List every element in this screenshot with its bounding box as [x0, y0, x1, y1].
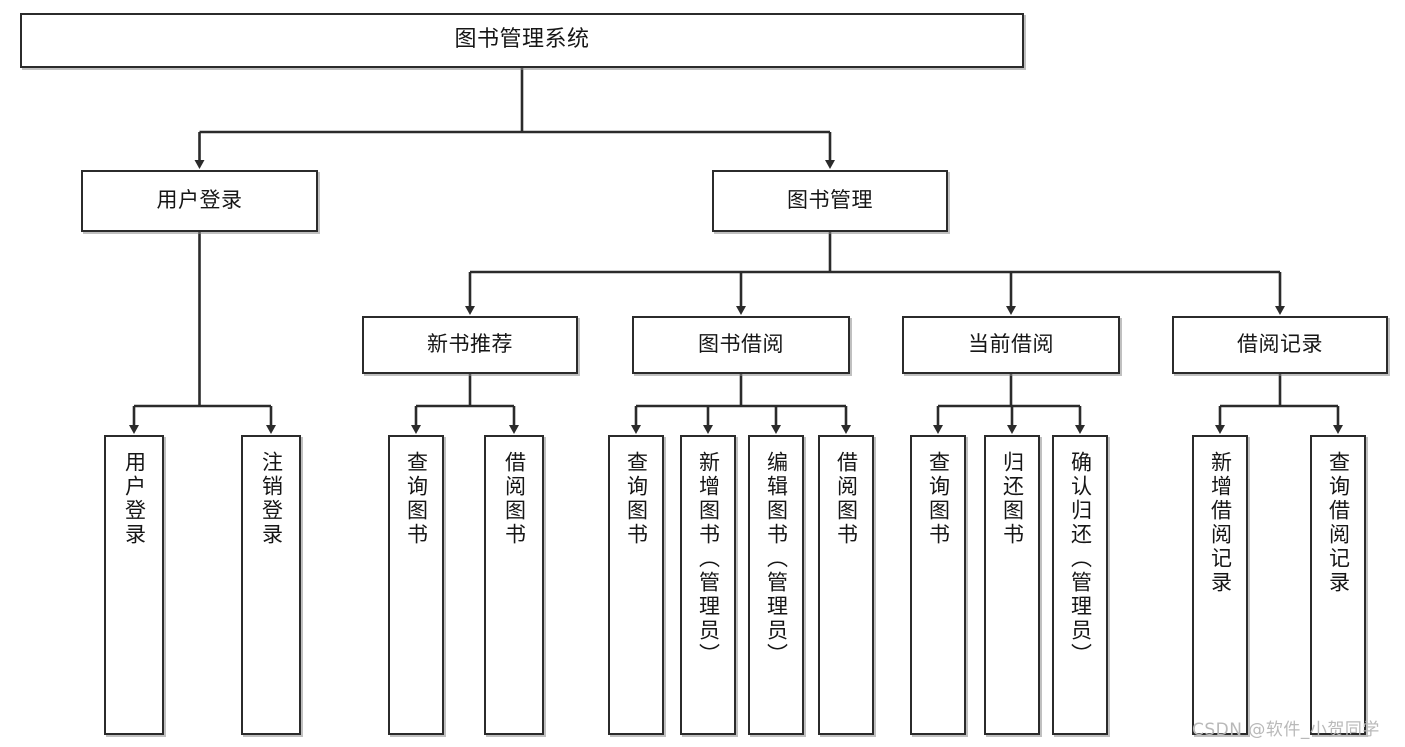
node-leaf-add-record[interactable]: 新增借阅记录	[1192, 435, 1248, 735]
node-leaf-query-book-2-label: 查询图书	[624, 451, 649, 547]
node-leaf-user-login[interactable]: 用户登录	[104, 435, 164, 735]
node-leaf-confirm-return-label: 确认归还（管理员）	[1068, 451, 1093, 667]
node-user-login[interactable]: 用户登录	[81, 170, 318, 232]
node-leaf-edit-book-label: 编辑图书（管理员）	[764, 451, 789, 667]
node-book-borrow-label: 图书借阅	[698, 332, 784, 357]
node-leaf-add-record-label: 新增借阅记录	[1208, 451, 1233, 595]
node-leaf-borrow-book-2[interactable]: 借阅图书	[818, 435, 874, 735]
node-borrow-record-label: 借阅记录	[1237, 332, 1323, 357]
node-user-login-label: 用户登录	[156, 188, 243, 213]
node-leaf-add-book-label: 新增图书（管理员）	[696, 451, 721, 667]
node-leaf-query-book-3[interactable]: 查询图书	[910, 435, 966, 735]
node-new-book-rec-label: 新书推荐	[427, 332, 513, 357]
node-leaf-query-record[interactable]: 查询借阅记录	[1310, 435, 1366, 735]
csdn-watermark: CSDN @软件_小贺同学	[1192, 720, 1380, 740]
node-leaf-user-logout-label: 注销登录	[259, 451, 284, 547]
node-leaf-borrow-book-2-label: 借阅图书	[834, 451, 859, 547]
node-leaf-add-book[interactable]: 新增图书（管理员）	[680, 435, 736, 735]
node-book-borrow[interactable]: 图书借阅	[632, 316, 850, 374]
node-leaf-return-book[interactable]: 归还图书	[984, 435, 1040, 735]
node-leaf-query-book-3-label: 查询图书	[926, 451, 951, 547]
node-book-manage-label: 图书管理	[787, 188, 873, 213]
node-borrow-record[interactable]: 借阅记录	[1172, 316, 1388, 374]
node-book-manage[interactable]: 图书管理	[712, 170, 948, 232]
node-leaf-return-book-label: 归还图书	[1000, 451, 1025, 547]
node-leaf-query-book-1-label: 查询图书	[404, 451, 429, 547]
node-leaf-query-book-1[interactable]: 查询图书	[388, 435, 444, 735]
node-leaf-edit-book[interactable]: 编辑图书（管理员）	[748, 435, 804, 735]
node-leaf-user-login-label: 用户登录	[122, 451, 147, 547]
node-root-label: 图书管理系统	[454, 27, 590, 53]
node-root[interactable]: 图书管理系统	[20, 13, 1024, 68]
node-new-book-rec[interactable]: 新书推荐	[362, 316, 578, 374]
node-leaf-user-logout[interactable]: 注销登录	[241, 435, 301, 735]
node-leaf-confirm-return[interactable]: 确认归还（管理员）	[1052, 435, 1108, 735]
node-leaf-borrow-book-1-label: 借阅图书	[502, 451, 527, 547]
node-leaf-borrow-book-1[interactable]: 借阅图书	[484, 435, 544, 735]
node-leaf-query-book-2[interactable]: 查询图书	[608, 435, 664, 735]
node-current-borrow[interactable]: 当前借阅	[902, 316, 1120, 374]
node-current-borrow-label: 当前借阅	[968, 332, 1054, 357]
node-leaf-query-record-label: 查询借阅记录	[1326, 451, 1351, 595]
